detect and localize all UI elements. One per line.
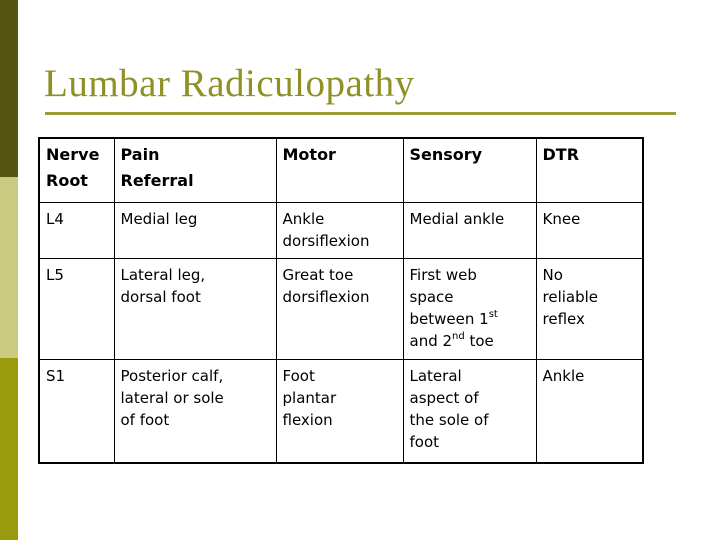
cell-dtr: Ankle [535, 358, 644, 464]
cell-root: L4 [38, 201, 115, 259]
sidebar-segment-olive [0, 358, 18, 540]
column-header-nerve-root: Nerve Root [38, 137, 115, 203]
column-header-motor: Motor [275, 137, 404, 203]
text-line: Great toe [282, 265, 354, 284]
text-line: lateral or sole [120, 388, 224, 407]
text-line: No [542, 265, 563, 284]
text-line: space [409, 287, 454, 306]
text-line: Foot [282, 366, 315, 385]
text-segment: and 2 [409, 331, 453, 350]
text-line: Posterior calf, [120, 366, 224, 385]
title-underline [45, 112, 676, 115]
cell-dtr: Knee [535, 201, 644, 259]
text-line: Medial ankle [409, 209, 505, 228]
text-line: dorsiflexion [282, 287, 370, 306]
text-line: First web [409, 265, 477, 284]
superscript-ordinal: nd [452, 330, 465, 342]
text-line: reflex [542, 309, 585, 328]
sidebar-segment-light [0, 177, 18, 358]
row-l5: L5 Lateral leg, dorsal foot Great toe do… [38, 257, 644, 360]
cell-sensory: Medial ankle [402, 201, 537, 259]
text-segment: toe [464, 331, 494, 350]
text-line: S1 [46, 366, 66, 385]
text-line: the sole of [409, 410, 489, 429]
text-line: Lateral leg, [120, 265, 206, 284]
text-line: aspect of [409, 388, 479, 407]
column-header-pain-referral: Pain Referral [113, 137, 277, 203]
text-line: dorsal foot [120, 287, 201, 306]
superscript-ordinal: st [488, 308, 498, 320]
cell-sensory: First web space between 1st and 2nd toe [402, 257, 537, 360]
text-line: foot [409, 432, 440, 451]
cell-pain-referral: Posterior calf, lateral or sole of foot [113, 358, 277, 464]
cell-pain-referral: Medial leg [113, 201, 277, 259]
text-line: DTR [542, 145, 580, 164]
column-header-sensory: Sensory [402, 137, 537, 203]
text-line: Referral [120, 171, 194, 190]
text-line: reliable [542, 287, 599, 306]
text-line: Ankle [282, 209, 325, 228]
text-line: Pain [120, 145, 160, 164]
text-line: L5 [46, 265, 64, 284]
cell-root: S1 [38, 358, 115, 464]
text-line: Knee [542, 209, 581, 228]
row-s1: S1 Posterior calf, lateral or sole of fo… [38, 358, 644, 464]
radiculopathy-table: Nerve Root Pain Referral Motor Sensory D… [38, 137, 644, 464]
text-line: between 1st [410, 308, 530, 330]
text-segment: between 1 [409, 309, 489, 328]
slide-title: Lumbar Radiculopathy [44, 62, 415, 105]
text-line: Root [46, 171, 88, 190]
cell-motor: Great toe dorsiflexion [275, 257, 404, 360]
text-line: Nerve [46, 145, 100, 164]
sidebar-segment-dark [0, 0, 18, 177]
text-line: Ankle [542, 366, 585, 385]
text-line: of foot [120, 410, 170, 429]
text-line: Lateral [409, 366, 462, 385]
cell-motor: Foot plantar flexion [275, 358, 404, 464]
cell-dtr: No reliable reflex [535, 257, 644, 360]
text-line: Motor [282, 145, 336, 164]
text-line: Medial leg [120, 209, 198, 228]
text-line: and 2nd toe [410, 330, 530, 352]
text-line: Sensory [409, 145, 483, 164]
text-line: flexion [282, 410, 333, 429]
cell-pain-referral: Lateral leg, dorsal foot [113, 257, 277, 360]
text-line: dorsiflexion [282, 231, 370, 250]
column-header-dtr: DTR [535, 137, 644, 203]
cell-motor: Ankle dorsiflexion [275, 201, 404, 259]
cell-sensory: Lateral aspect of the sole of foot [402, 358, 537, 464]
text-line: L4 [46, 209, 64, 228]
text-line: plantar [282, 388, 337, 407]
header-row: Nerve Root Pain Referral Motor Sensory D… [38, 137, 644, 203]
row-l4: L4 Medial leg Ankle dorsiflexion Medial … [38, 201, 644, 259]
cell-root: L5 [38, 257, 115, 360]
sidebar-accent-bar [0, 0, 18, 540]
